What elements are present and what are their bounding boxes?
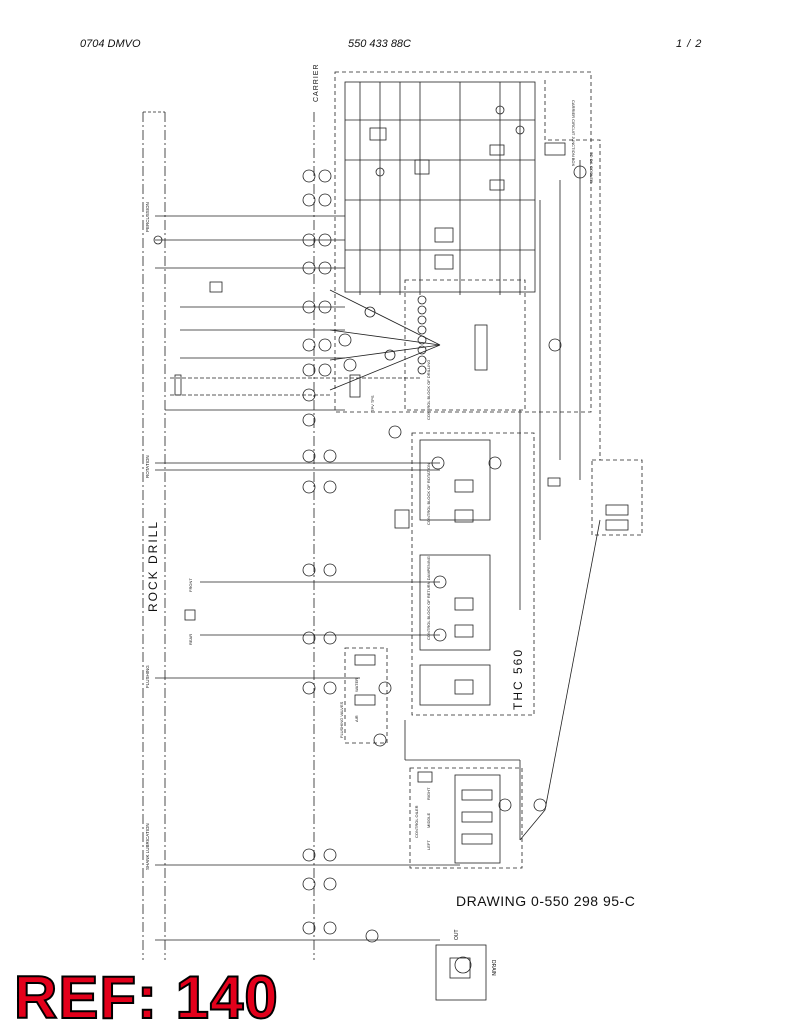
water-label: WATER: [354, 678, 359, 692]
control-block-rotation-label: CONTROL BLOCK OF ROTATION: [426, 463, 431, 525]
thc-valve-label: TPV TPS: [370, 395, 375, 412]
thc-label: THC 560: [511, 648, 525, 710]
rock-drill-label: ROCK DRILL: [146, 520, 160, 612]
carrier-circuit-label: CARRIER CIRCUIT JUNCTION BOX: [571, 100, 576, 166]
control-block-return-label: CONTROL BLOCK OF RETURN DAMPENING: [426, 556, 431, 640]
out-label: OUT: [454, 929, 460, 940]
flushing-valves-box: [344, 647, 388, 744]
header-part-number: 550 433 88C: [348, 38, 411, 50]
shank-lubrication-label: SHANK LUBRICATION: [145, 823, 150, 870]
header-document-code: 0704 DMVO: [80, 38, 141, 50]
control-oiler-box: [409, 767, 523, 869]
right-label: RIGHT: [426, 787, 431, 800]
air-label: AIR: [354, 715, 359, 722]
middle-label: MIDDLE: [426, 813, 431, 828]
front-label: FRONT: [188, 578, 193, 592]
control-oiler-label: CONTROL OILER: [414, 805, 419, 838]
reference-badge: REF: 140: [13, 964, 279, 1031]
header-page-number: 1 / 2: [676, 38, 703, 50]
thc-enclosure: [411, 432, 535, 716]
flushing-valves-label: FLUSHING VALVES: [339, 701, 344, 738]
aux-valve-box: [591, 459, 643, 536]
flushing-label: FLUSHING: [145, 665, 150, 688]
left-label: LEFT: [426, 840, 431, 850]
control-block-drilling-box: [344, 81, 536, 293]
drawing-number: DRAWING 0-550 298 95-C: [456, 893, 636, 909]
to-oil-cooler-label: TO OIL COOLER: [589, 152, 594, 183]
carrier-label: CARRIER: [313, 63, 320, 102]
drain-label: DRAIN: [490, 960, 496, 976]
percussion-label: PERCUSSION: [145, 202, 150, 232]
drain-filter-box: [435, 944, 487, 1001]
control-block-drilling-label: CONTROL BLOCK OF DRILLING: [426, 360, 431, 420]
rotation-label: ROTATION: [145, 455, 150, 478]
control-block-enclosure: [334, 71, 592, 413]
rear-label: REAR: [188, 634, 193, 645]
